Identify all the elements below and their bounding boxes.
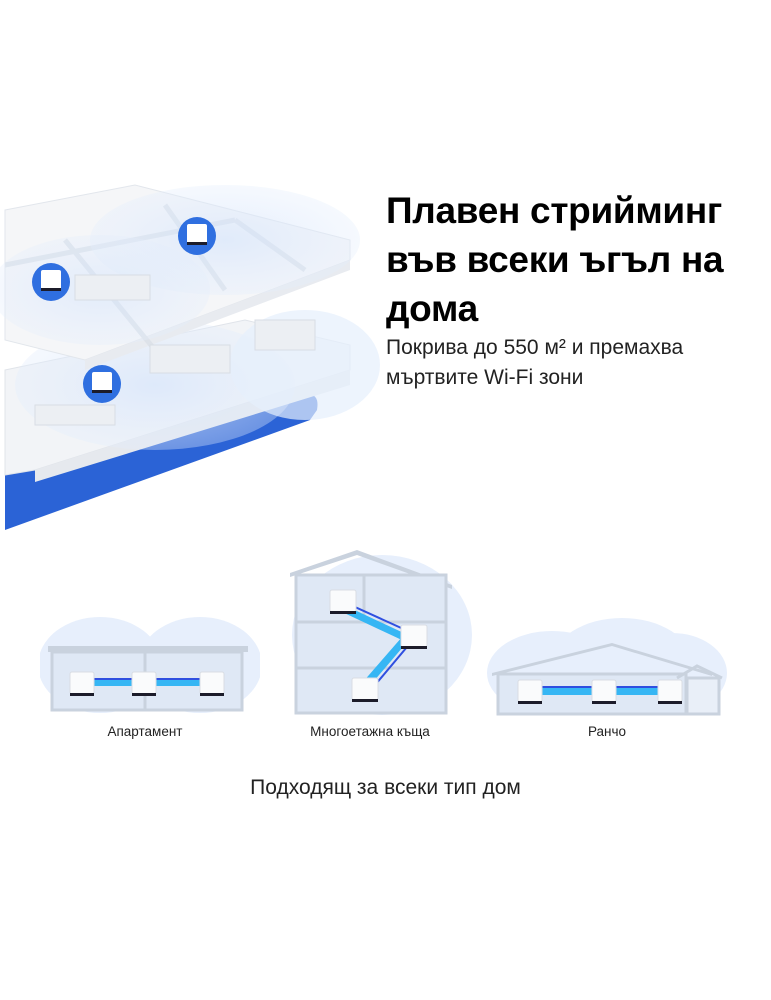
headline-line-2: във всеки ъгъл на (386, 239, 724, 280)
subheadline: Покрива до 550 м² и премахва мъртвите Wi… (386, 333, 756, 393)
subheadline-line-1: Покрива до 550 м² и премахва (386, 336, 684, 359)
multistorey-house-illustration (290, 550, 472, 715)
subheadline-line-2: мъртвите Wi-Fi зони (386, 366, 584, 389)
mesh-floorplan-illustration (0, 184, 380, 530)
apartment-illustration (40, 617, 260, 713)
scene-label-ranch: Ранчо (587, 724, 627, 739)
router-badge-1 (178, 217, 216, 255)
ranch-illustration (487, 618, 727, 716)
scene-label-apartment: Апартамент (107, 724, 183, 739)
router-badge-2 (32, 263, 70, 301)
router-badge-3 (83, 365, 121, 403)
scene-label-multistorey-house: Многоетажна къща (310, 724, 430, 739)
headline: Плавен стрийминг във всеки ъгъл на дома (386, 186, 756, 333)
headline-line-1: Плавен стрийминг (386, 190, 723, 231)
headline-line-3: дома (386, 288, 478, 329)
footer-caption: Подходящ за всеки тип дом (250, 776, 521, 799)
